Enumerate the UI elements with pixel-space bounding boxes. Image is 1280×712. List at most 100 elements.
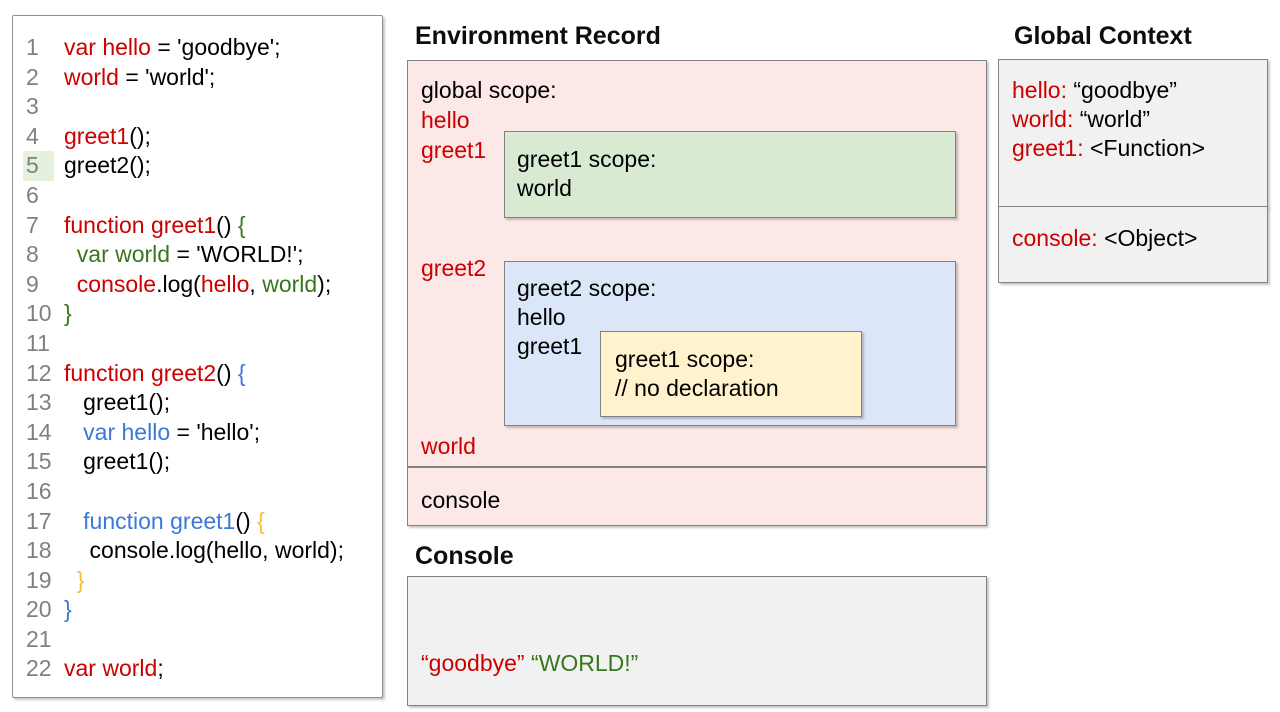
code-token: “goodbye” <box>421 650 525 676</box>
code-line-text: var hello = 'goodbye'; <box>64 33 281 63</box>
line-number: 18 <box>26 537 52 564</box>
code-line-text: console.log(hello, world); <box>64 536 344 566</box>
code-line-text: } <box>64 595 72 625</box>
code-token: () <box>216 211 238 238</box>
global-context-bindings-list: hello: “goodbye”world: “world”greet1: <F… <box>1012 76 1254 163</box>
code-line: 5 greet2(); <box>23 151 382 181</box>
line-number: 15 <box>26 448 52 475</box>
code-line-text: var world = 'WORLD!'; <box>64 240 304 270</box>
global-var-greet1: greet1 <box>421 137 487 163</box>
code-token <box>64 567 77 593</box>
code-line: 15 greet1(); <box>23 447 382 477</box>
code-line: 19 } <box>23 566 382 596</box>
line-number: 22 <box>26 655 52 682</box>
code-line: 17 function greet1() { <box>23 507 382 537</box>
code-line: 20} <box>23 595 382 625</box>
global-scope-label: global scope: <box>421 77 557 103</box>
code-token: { <box>237 359 246 386</box>
code-token: } <box>76 566 85 593</box>
greet1-scope-var-world: world <box>517 175 572 201</box>
global-var-hello: hello <box>421 107 470 133</box>
code-line-text: function greet2() { <box>64 359 246 389</box>
code-token: () <box>216 359 238 386</box>
code-token: world <box>64 63 119 90</box>
line-number: 10 <box>26 300 52 327</box>
code-line: 12 function greet2() { <box>23 359 382 389</box>
code-token: “WORLD!” <box>530 650 639 676</box>
code-token: () <box>235 507 258 534</box>
binding-name: greet1: <box>1012 135 1084 161</box>
code-line-text: var world; <box>64 654 164 684</box>
code-token: greet1(); <box>64 389 171 416</box>
inner-greet1-scope-comment: // no declaration <box>615 375 779 401</box>
code-line-text: greet1(); <box>64 447 170 477</box>
code-token: function greet2 <box>64 359 217 386</box>
code-token: { <box>237 211 246 238</box>
console-title: Console <box>415 542 514 570</box>
code-line: 4 greet1(); <box>23 122 382 152</box>
code-token: = 'world'; <box>118 63 216 90</box>
code-line: 18 console.log(hello, world); <box>23 536 382 566</box>
code-editor-panel: 1 var hello = 'goodbye'; 2 world = 'world';… <box>12 15 383 698</box>
code-line: 16 <box>23 477 382 507</box>
line-number: 7 <box>26 211 39 238</box>
global-var-greet2: greet2 <box>421 255 487 281</box>
code-token: console <box>76 270 157 297</box>
binding-name: world: <box>1012 106 1074 132</box>
code-line: 14 var hello = 'hello'; <box>23 418 382 448</box>
binding-value: <Object> <box>1104 225 1198 251</box>
code-token: greet2(); <box>64 152 151 179</box>
code-token <box>64 508 83 534</box>
binding-name: console: <box>1012 225 1098 251</box>
inner-greet1-scope-label: greet1 scope: <box>615 346 755 372</box>
code-token: } <box>64 596 72 623</box>
code-line: 21 <box>23 625 382 655</box>
code-token: (); <box>129 122 151 149</box>
code-token: var world <box>64 655 158 682</box>
line-number: 5 <box>23 151 54 181</box>
console-output-box: “goodbye” “WORLD!” <box>407 576 987 706</box>
code-token: function greet1 <box>64 211 217 238</box>
line-number: 11 <box>26 329 50 356</box>
line-number: 14 <box>26 418 52 445</box>
global-context-binding: world: “world” <box>1012 105 1254 134</box>
line-number: 17 <box>26 507 52 534</box>
code-line-text: } <box>64 299 72 329</box>
code-token: var hello <box>83 418 171 445</box>
console-scope-var-console: console <box>421 487 501 513</box>
code-line: 2 world = 'world'; <box>23 63 382 93</box>
line-number: 4 <box>26 122 39 149</box>
code-line: 8 var world = 'WORLD!'; <box>23 240 382 270</box>
line-number: 3 <box>26 93 39 120</box>
code-token: = 'hello'; <box>170 418 261 445</box>
code-line: 10} <box>23 299 382 329</box>
code-token: world <box>262 270 318 297</box>
line-number: 12 <box>26 359 52 386</box>
binding-name: hello: <box>1012 77 1067 103</box>
global-context-console-box: console: <Object> <box>998 206 1268 283</box>
binding-value: “world” <box>1079 106 1151 132</box>
line-number: 1 <box>26 34 39 60</box>
code-token: hello <box>200 270 250 297</box>
line-number: 20 <box>26 596 52 623</box>
console-scope-box: console <box>407 467 987 526</box>
code-lines: 1 var hello = 'goodbye'; 2 world = 'world';… <box>23 33 382 684</box>
code-token: , <box>249 270 263 297</box>
line-number: 6 <box>26 181 39 208</box>
code-token: = 'WORLD!'; <box>170 241 304 268</box>
global-context-binding: console: <Object> <box>1012 224 1254 253</box>
line-number: 2 <box>26 63 39 90</box>
line-number: 21 <box>26 625 52 652</box>
code-line-text: var hello = 'hello'; <box>64 418 260 448</box>
code-line-text: greet1(); <box>64 388 170 418</box>
line-number: 16 <box>26 477 52 504</box>
code-line-text: function greet1() { <box>64 211 246 241</box>
code-line: 11 <box>23 329 382 359</box>
code-token <box>64 419 83 445</box>
global-context-binding: hello: “goodbye” <box>1012 76 1254 105</box>
code-line-text: greet2(); <box>64 151 151 181</box>
global-context-binding: greet1: <Function> <box>1012 134 1254 163</box>
code-token: ); <box>317 270 332 297</box>
code-line-text: greet1(); <box>64 122 151 152</box>
